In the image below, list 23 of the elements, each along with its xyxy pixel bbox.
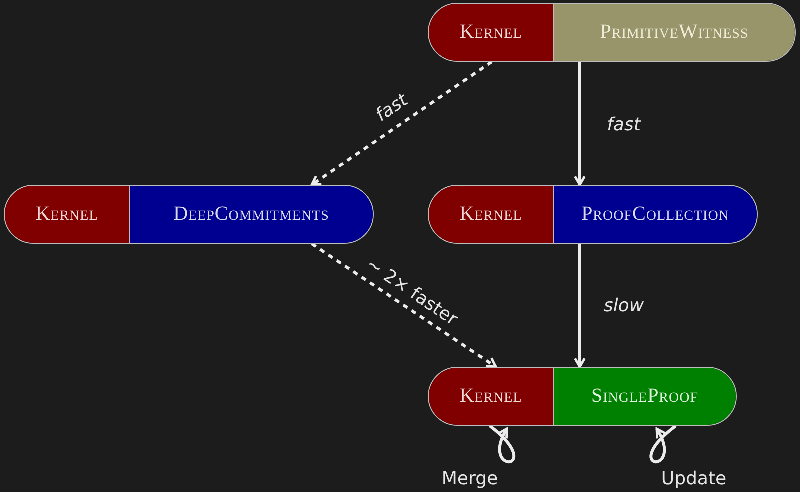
kernel-label: Kernel	[429, 4, 554, 61]
edge-label: Merge	[442, 468, 498, 490]
edge-label: fast	[372, 90, 412, 126]
type-label: SingleProof	[554, 368, 736, 425]
arrow	[574, 62, 586, 186]
edge-label: fast	[607, 114, 641, 136]
arrow	[311, 242, 498, 368]
edge-label: slow	[604, 296, 644, 316]
loop-arrow	[489, 424, 516, 464]
edge-label: Update	[661, 468, 727, 490]
loop-arrow	[650, 424, 677, 464]
kernel-label: Kernel	[5, 186, 130, 243]
type-label: DeepCommitments	[130, 186, 373, 243]
arrow	[310, 60, 493, 186]
type-pill	[428, 3, 796, 62]
arrow	[574, 244, 586, 368]
type-pill	[428, 185, 758, 244]
type-label: ProofCollection	[554, 186, 757, 243]
kernel-label: Kernel	[429, 368, 554, 425]
type-pill	[428, 367, 737, 426]
type-label: PrimitiveWitness	[554, 4, 795, 61]
type-pill	[4, 185, 374, 244]
kernel-label: Kernel	[429, 186, 554, 243]
